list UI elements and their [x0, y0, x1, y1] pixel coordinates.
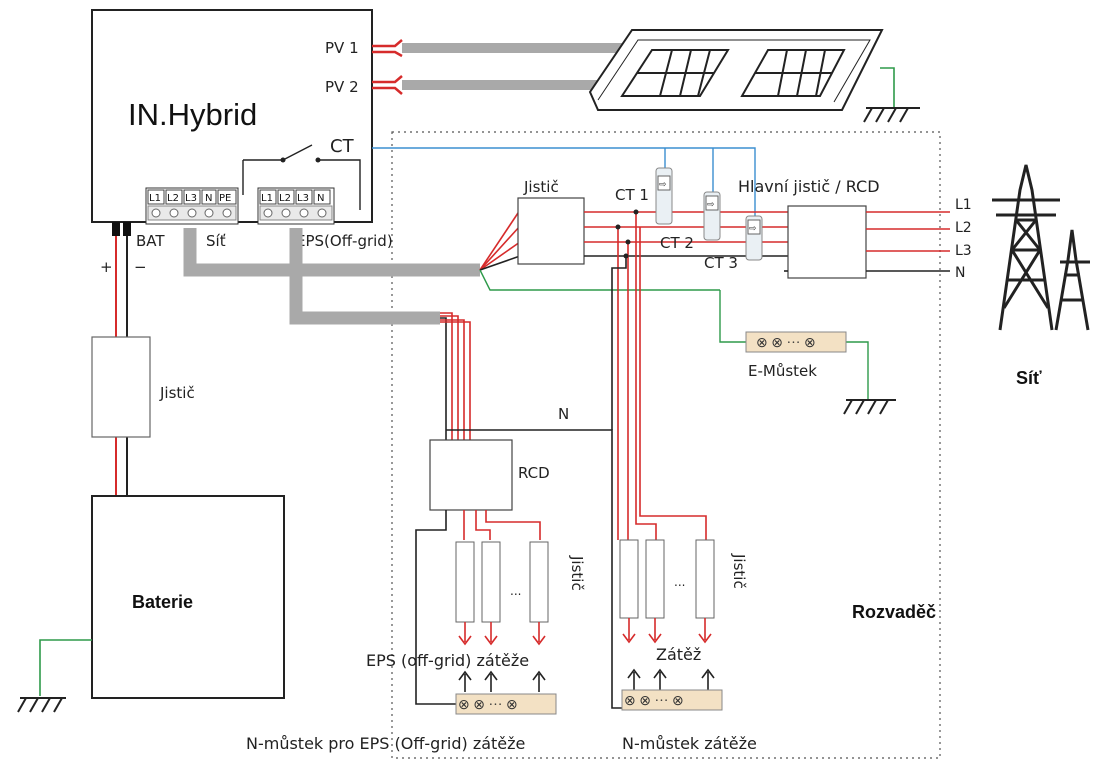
- ct1-label: CT 1: [615, 186, 649, 204]
- switch-contact: [315, 157, 321, 163]
- e-bridge-ground-icon: [843, 399, 896, 415]
- bat-label: BAT: [136, 232, 165, 250]
- svg-text:L2: L2: [279, 193, 291, 204]
- n-label: N: [955, 265, 965, 281]
- grid-terminal-block: L1 L2 L3 N PE: [145, 187, 239, 225]
- battery-box: [91, 495, 285, 699]
- load-breakers-dots: ...: [674, 575, 685, 589]
- main-cables: [183, 228, 480, 325]
- eps-terminal-block: L1 L2 L3 N: [257, 187, 335, 225]
- ct1-clamp: ⇨: [655, 167, 673, 225]
- ct3-label: CT 3: [704, 254, 738, 272]
- ct-signal-wires: [372, 147, 756, 216]
- load-arrows: [622, 618, 712, 644]
- n-drop-line: [611, 256, 627, 430]
- ground-line: [719, 290, 748, 343]
- eps-loads-label: EPS (off-grid) zátěže: [366, 651, 529, 670]
- distribution-board-frame: [391, 131, 941, 759]
- pv1-label: PV 1: [325, 39, 359, 57]
- distribution-board-label: Rozvaděč: [852, 602, 936, 622]
- bat-connector-minus: [123, 222, 131, 236]
- n-wire-label: N: [558, 405, 569, 423]
- eps-branch-lines: [440, 312, 471, 440]
- ct2-clamp: ⇨: [703, 191, 721, 241]
- minus-sign: −: [134, 258, 147, 276]
- grid-port-label: Síť: [206, 232, 226, 250]
- svg-text:PE: PE: [219, 193, 231, 204]
- battery-ground-wire: [39, 639, 92, 696]
- eps-port-label: EPS(Off-grid): [296, 232, 393, 250]
- eps-breaker-label: Jistič: [568, 555, 586, 591]
- svg-text:L1: L1: [261, 193, 273, 204]
- switch-contact: [280, 157, 286, 163]
- n-bridge-eps: ⊗ ⊗ ··· ⊗: [455, 693, 557, 715]
- main-breaker-box: [787, 205, 867, 279]
- ct3-clamp: ⇨: [745, 215, 763, 261]
- eps-n-arrows: [458, 670, 546, 692]
- battery-ground-icon: [17, 697, 66, 713]
- e-bridge-label: E-Můstek: [748, 362, 817, 380]
- n-bridge-loads: ⊗ ⊗ ··· ⊗: [621, 689, 723, 711]
- pv-panels: [588, 29, 884, 111]
- svg-text:N: N: [317, 193, 324, 204]
- grid-label: Síť: [1016, 368, 1042, 388]
- n-line-loads: [446, 429, 624, 709]
- rcd-box: [429, 439, 513, 511]
- rcd-label: RCD: [518, 464, 550, 482]
- svg-text:L3: L3: [297, 193, 309, 204]
- pv2-label: PV 2: [325, 78, 359, 96]
- breaker-top-box: [517, 197, 585, 265]
- inverter-name: IN.Hybrid: [128, 97, 257, 132]
- svg-text:L3: L3: [185, 193, 197, 204]
- grid-tower-icon: [992, 164, 1090, 331]
- bat-connector-plus: [112, 222, 120, 236]
- svg-text:⇨: ⇨: [659, 179, 667, 189]
- main-breaker-label: Hlavní jistič / RCD: [738, 177, 880, 196]
- l3-label: L3: [955, 243, 972, 259]
- n-bridge-loads-label: N-můstek zátěže: [622, 734, 757, 753]
- e-bridge-ground-wire: [846, 341, 869, 400]
- ct2-label: CT 2: [660, 234, 694, 252]
- eps-breakers: [455, 541, 549, 623]
- svg-text:L1: L1: [149, 193, 161, 204]
- inverter-name-mask: [298, 100, 308, 128]
- eps-load-arrows: [458, 622, 546, 646]
- e-bridge: ⊗ ⊗ ··· ⊗: [745, 331, 847, 353]
- loads-label: Zátěž: [656, 645, 701, 664]
- n-bridge-eps-label: N-můstek pro EPS (Off-grid) zátěže: [246, 734, 525, 753]
- eps-breakers-dots: ...: [510, 584, 521, 598]
- inverter-box: [91, 9, 373, 223]
- load-breaker-label: Jistič: [730, 553, 748, 589]
- breaker-top-label: Jistič: [523, 178, 559, 196]
- battery-breaker-box: [91, 336, 151, 438]
- battery-label: Baterie: [132, 592, 193, 612]
- svg-text:⊗ ⊗ ··· ⊗: ⊗ ⊗ ··· ⊗: [624, 694, 684, 709]
- load-phase-drops: [617, 212, 707, 540]
- pv-ground-icon: [863, 107, 920, 123]
- svg-text:⊗ ⊗ ··· ⊗: ⊗ ⊗ ··· ⊗: [756, 336, 816, 351]
- l2-label: L2: [955, 220, 972, 236]
- battery-breaker-label: Jistič: [159, 384, 195, 402]
- ct-switch: [242, 144, 361, 210]
- grid-phase-lines: [784, 211, 950, 272]
- l1-label: L1: [955, 197, 972, 213]
- ct-label: CT: [330, 136, 355, 157]
- svg-text:⊗ ⊗ ··· ⊗: ⊗ ⊗ ··· ⊗: [458, 698, 518, 713]
- plus-sign: +: [100, 258, 113, 276]
- pv-ground-wire: [880, 67, 895, 108]
- load-n-arrows: [627, 668, 715, 690]
- svg-text:⇨: ⇨: [707, 199, 715, 209]
- rcd-output-lines: [415, 510, 541, 705]
- load-breakers: [619, 539, 715, 619]
- svg-text:L2: L2: [167, 193, 179, 204]
- svg-text:N: N: [205, 193, 212, 204]
- svg-text:⇨: ⇨: [749, 223, 757, 233]
- grid-fan-lines: [479, 209, 720, 291]
